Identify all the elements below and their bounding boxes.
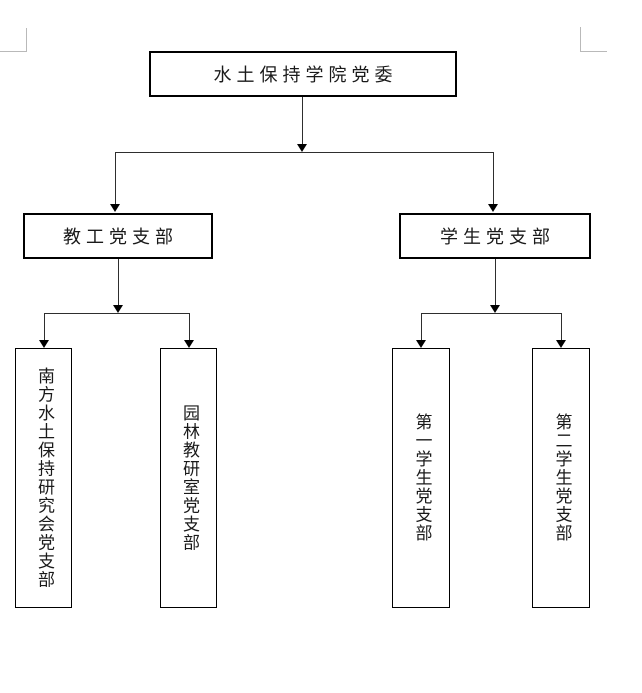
org-box-root[interactable]: 水土保持学院党委	[149, 51, 457, 97]
org-box-faculty-branch[interactable]: 教工党支部	[23, 213, 213, 259]
org-box-garden-office-label: 园林教研室党支部	[179, 404, 199, 552]
connector-first-drop	[421, 313, 422, 340]
margin-crop-mark-top-right-horizontal	[580, 51, 607, 52]
arrowhead-student-to-rail	[490, 305, 500, 313]
org-box-second-student-branch[interactable]: 第二学生党支部	[532, 348, 590, 608]
org-box-garden-office-branch[interactable]: 园林教研室党支部	[160, 348, 217, 608]
arrowhead-to-garden-branch	[184, 340, 194, 348]
connector-faculty-rail	[44, 313, 190, 314]
arrowhead-to-student	[488, 204, 498, 212]
connector-student-stem	[495, 259, 496, 305]
margin-crop-mark-top-left-vertical	[26, 28, 27, 52]
margin-crop-mark-top-right-vertical	[580, 27, 581, 52]
connector-student-rail	[421, 313, 562, 314]
arrowhead-to-first-student	[416, 340, 426, 348]
org-box-south-conservation-branch[interactable]: 南方水土保持研究会党支部	[15, 348, 72, 608]
connector-south-drop	[44, 313, 45, 340]
org-box-student-branch-label: 学生党支部	[440, 227, 555, 248]
connector-second-drop	[561, 313, 562, 340]
connector-faculty-stem	[118, 259, 119, 305]
margin-crop-mark-top-left-horizontal	[0, 51, 27, 52]
connector-root-stem	[302, 97, 303, 144]
org-box-first-student-branch[interactable]: 第一学生党支部	[392, 348, 450, 608]
connector-faculty-drop	[115, 152, 116, 205]
connector-student-drop	[493, 152, 494, 205]
org-box-second-student-label: 第二学生党支部	[551, 413, 572, 543]
arrowhead-to-second-student	[556, 340, 566, 348]
arrowhead-to-faculty	[110, 204, 120, 212]
org-box-first-student-label: 第一学生党支部	[411, 413, 432, 543]
arrowhead-to-south-branch	[39, 340, 49, 348]
org-box-root-label: 水土保持学院党委	[213, 65, 398, 86]
arrowhead-root-to-rail	[297, 144, 307, 152]
connector-level1-rail	[115, 152, 493, 153]
org-box-student-branch[interactable]: 学生党支部	[399, 213, 591, 259]
connector-garden-drop	[189, 313, 190, 340]
org-box-south-conservation-label: 南方水土保持研究会党支部	[34, 367, 54, 589]
arrowhead-faculty-to-rail	[113, 305, 123, 313]
org-box-faculty-branch-label: 教工党支部	[63, 227, 178, 248]
